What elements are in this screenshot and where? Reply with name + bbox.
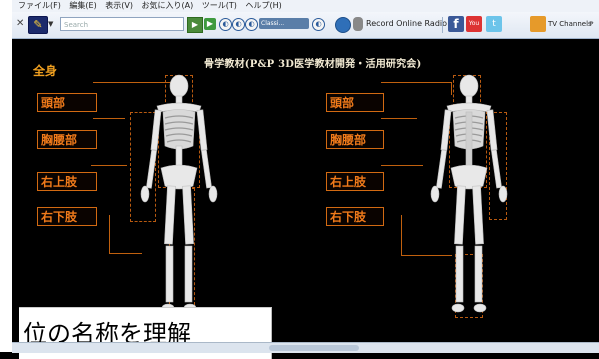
youtube-icon[interactable]: You bbox=[466, 16, 482, 32]
leader-line bbox=[381, 82, 452, 95]
tv-channels-button[interactable]: TV Channels bbox=[548, 20, 592, 28]
menu-edit[interactable]: 編集(E) bbox=[69, 1, 97, 10]
twitter-icon[interactable]: t bbox=[486, 16, 502, 32]
menu-help[interactable]: ヘルプ(H) bbox=[245, 1, 282, 10]
leader-line bbox=[109, 215, 142, 254]
microphone-icon[interactable] bbox=[353, 17, 363, 31]
radio-control-icon[interactable]: ◐ bbox=[232, 18, 245, 31]
play-icon[interactable]: ▶ bbox=[204, 18, 216, 30]
tag-chest-lumbar-back[interactable]: 胸腰部 bbox=[326, 130, 384, 149]
close-icon[interactable]: ✕ bbox=[16, 18, 25, 29]
section-label: 全身 bbox=[33, 64, 58, 78]
menu-view[interactable]: 表示(V) bbox=[105, 1, 133, 10]
record-online-radio-button[interactable]: Record Online Radio bbox=[366, 19, 448, 28]
more-button[interactable]: » bbox=[589, 18, 594, 27]
scrollbar-thumb[interactable] bbox=[269, 345, 359, 351]
arm-region-box bbox=[130, 112, 156, 222]
tag-right-lower-limb[interactable]: 右下肢 bbox=[37, 207, 97, 226]
search-input[interactable]: Search bbox=[60, 17, 184, 31]
leader-line bbox=[381, 118, 417, 119]
tag-right-lower-limb-back[interactable]: 右下肢 bbox=[326, 207, 384, 226]
toolbar-separator bbox=[442, 17, 443, 33]
leg-region-box bbox=[455, 254, 483, 318]
arm-region-box bbox=[489, 112, 507, 220]
tag-head-back[interactable]: 頭部 bbox=[326, 93, 384, 112]
leader-line bbox=[401, 215, 452, 256]
radio-control-icon[interactable]: ◐ bbox=[245, 18, 258, 31]
toolbar: ✕ ✎ ▼ Search ▶ ▶ ◐ ◐ ◐ Classi... ◐ Recor… bbox=[12, 12, 599, 39]
page-title: 骨学教材(P&P 3D医学教材開発・活用研究会) bbox=[204, 59, 422, 70]
tag-right-upper-limb-back[interactable]: 右上肢 bbox=[326, 172, 384, 191]
browser-window: ファイル(F) 編集(E) 表示(V) お気に入り(A) ツール(T) ヘルプ(… bbox=[12, 0, 599, 359]
bone-viewer: 骨学教材(P&P 3D医学教材開発・活用研究会) 全身 頭部 胸腰部 右上肢 右… bbox=[19, 40, 599, 359]
tag-head[interactable]: 頭部 bbox=[37, 93, 97, 112]
radio-controls: ◐ ◐ ◐ Classi... ◐ bbox=[219, 18, 329, 31]
radio-control-icon[interactable]: ◐ bbox=[219, 18, 232, 31]
radio-control-icon[interactable]: ◐ bbox=[312, 18, 325, 31]
skeleton-back-image bbox=[430, 74, 508, 313]
menu-favorites[interactable]: お気に入り(A) bbox=[141, 1, 194, 10]
horizontal-scrollbar[interactable] bbox=[12, 342, 599, 353]
classic-dropdown[interactable]: Classi... bbox=[259, 18, 309, 29]
facebook-icon[interactable]: f bbox=[448, 16, 464, 32]
globe-icon[interactable] bbox=[335, 17, 351, 33]
tag-chest-lumbar[interactable]: 胸腰部 bbox=[37, 130, 97, 149]
tv-channels-icon[interactable] bbox=[530, 16, 546, 32]
leader-line bbox=[91, 165, 127, 166]
leader-line bbox=[381, 165, 423, 166]
tag-right-upper-limb[interactable]: 右上肢 bbox=[37, 172, 97, 191]
skeleton-front-image bbox=[140, 74, 218, 313]
menu-tools[interactable]: ツール(T) bbox=[201, 1, 237, 10]
chevron-down-icon[interactable]: ▼ bbox=[48, 20, 54, 28]
menu-file[interactable]: ファイル(F) bbox=[18, 1, 61, 10]
leader-line bbox=[93, 118, 125, 119]
search-go-button[interactable]: ▶ bbox=[187, 17, 203, 33]
toolbar-logo-icon[interactable]: ✎ bbox=[28, 16, 48, 34]
